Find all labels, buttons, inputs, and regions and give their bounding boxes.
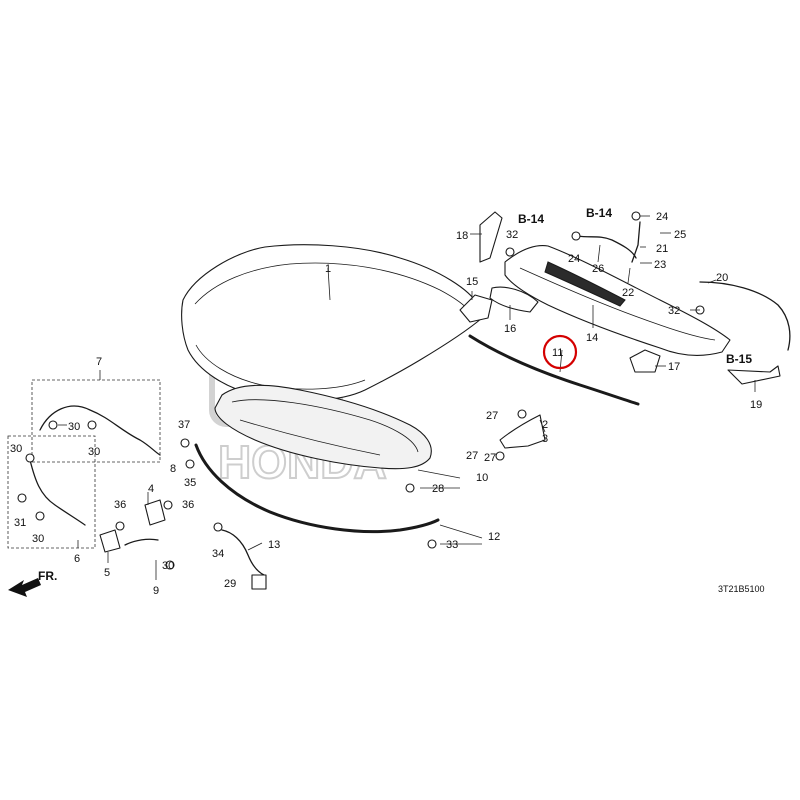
bracket-5	[99, 529, 121, 553]
hood-inner-frame	[214, 384, 432, 470]
ref-b14-left: B-14	[518, 212, 544, 226]
callout-16: 16	[504, 323, 516, 335]
callout-32-right: 32	[668, 305, 680, 317]
part-18-bracket	[479, 211, 503, 263]
callout-26: 26	[592, 263, 604, 275]
callout-18: 18	[456, 230, 468, 242]
front-direction-arrow: FR.	[8, 569, 57, 597]
part-15	[459, 294, 493, 323]
callout-22: 22	[622, 287, 634, 299]
callout-5: 5	[104, 567, 110, 579]
callout-9: 9	[153, 585, 159, 597]
callout-11: 11	[552, 347, 563, 359]
callout-17: 17	[668, 361, 680, 373]
callout-30-b: 30	[88, 446, 100, 458]
callout-6: 6	[74, 553, 80, 565]
callout-numbers: 1 2 3 4 5 6 7 8 9 10 11 12 13 14 15 16 1…	[10, 211, 762, 597]
cable-9	[124, 538, 159, 546]
callout-30-a: 30	[68, 421, 80, 433]
callout-35: 35	[184, 477, 196, 489]
callout-30-c: 30	[10, 443, 22, 455]
cable-7	[39, 405, 161, 456]
callout-14: 14	[586, 332, 598, 344]
callout-21: 21	[656, 243, 668, 255]
callout-2: 2	[542, 419, 548, 431]
cowl-top-14	[504, 245, 731, 356]
washer-tube-26	[577, 235, 637, 259]
rod-13	[221, 529, 265, 576]
callout-29: 29	[224, 578, 236, 590]
callout-12: 12	[488, 531, 500, 543]
callout-1: 1	[325, 263, 331, 275]
hood-panel	[181, 244, 483, 401]
ref-b14-right: B-14	[586, 206, 612, 220]
cable-6	[29, 459, 86, 526]
callout-37: 37	[178, 419, 190, 431]
callout-36-right: 36	[182, 499, 194, 511]
direction-label: FR.	[38, 569, 57, 583]
callout-23: 23	[654, 259, 666, 271]
highlight-circle-11	[542, 334, 578, 370]
front-seal-12	[194, 443, 440, 534]
callout-13: 13	[268, 539, 280, 551]
part-16	[489, 286, 539, 313]
callout-20: 20	[716, 272, 728, 284]
callout-27-frame: 27	[466, 450, 478, 462]
callout-31: 31	[14, 517, 26, 529]
group-box-6	[7, 435, 96, 549]
callout-10: 10	[476, 472, 488, 484]
callout-28: 28	[432, 483, 444, 495]
part-19	[727, 365, 781, 385]
hood-seal-11	[468, 334, 640, 406]
group-box-7	[31, 379, 161, 463]
callout-36-left: 36	[114, 499, 126, 511]
part-29	[251, 574, 267, 590]
callout-15: 15	[466, 276, 478, 288]
part-17	[629, 349, 661, 373]
wire-20	[699, 281, 791, 351]
callout-33: 33	[446, 539, 458, 551]
callout-8: 8	[170, 463, 176, 475]
hood-latch-4	[144, 499, 166, 526]
callout-24-right: 24	[656, 211, 668, 223]
callout-27-top: 27	[486, 410, 498, 422]
callout-27-middle: 27	[484, 452, 496, 464]
callout-4: 4	[148, 483, 154, 495]
part-code: 3T21B5100	[718, 584, 765, 594]
callout-32-top: 32	[506, 229, 518, 241]
callout-7: 7	[96, 356, 102, 368]
washer-tube-21	[631, 221, 641, 263]
callout-34: 34	[212, 548, 224, 560]
callout-25: 25	[674, 229, 686, 241]
ref-b15: B-15	[726, 352, 752, 366]
callout-24-left: 24	[568, 253, 580, 265]
callout-3: 3	[542, 433, 548, 445]
hood-hinge	[499, 414, 546, 449]
callout-30-d: 30	[32, 533, 44, 545]
callout-30-e: 30	[162, 560, 174, 572]
callout-19: 19	[750, 399, 762, 411]
fastener-clips	[17, 211, 705, 570]
reference-labels: B-14 B-14 B-15	[518, 206, 752, 366]
